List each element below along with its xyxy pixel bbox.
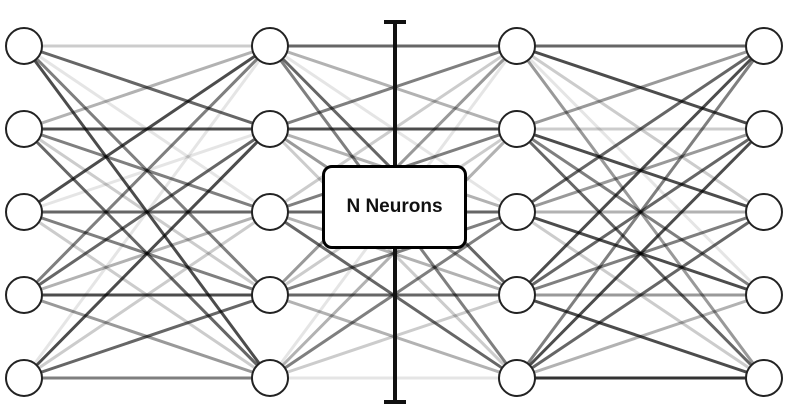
output-layer-neuron [745, 110, 783, 148]
hidden-layer-2-neuron [498, 276, 536, 314]
hidden-layer-2-neuron [498, 359, 536, 397]
hidden-layer-1-neuron [251, 276, 289, 314]
hidden-layer-1-neuron [251, 110, 289, 148]
connection-line [515, 44, 766, 297]
connection-line [516, 44, 765, 131]
output-layer-neuron [745, 276, 783, 314]
connection-line [22, 45, 272, 379]
connection-lines [22, 44, 766, 380]
connection-line [516, 293, 765, 380]
hidden-layer-2-neuron [498, 193, 536, 231]
connection-line [23, 127, 271, 297]
connection-line [23, 44, 271, 131]
connection-line [23, 44, 271, 131]
connection-line [516, 210, 765, 380]
connection-line [516, 44, 765, 131]
connection-line [23, 44, 271, 214]
connection-line [22, 44, 272, 297]
input-layer-neuron [5, 110, 43, 148]
connection-line [22, 127, 272, 380]
hidden-layer-2-neuron [498, 27, 536, 65]
input-layer-neuron [5, 359, 43, 397]
connection-line [23, 293, 271, 380]
connection-line [23, 210, 271, 380]
connection-line [515, 45, 766, 379]
input-layer-neuron [5, 276, 43, 314]
connection-line [515, 127, 766, 380]
connection-line [516, 293, 765, 380]
hidden-layer-1-neuron [251, 359, 289, 397]
input-layer-neuron [5, 193, 43, 231]
hidden-layer-2-neuron [498, 110, 536, 148]
hidden-layer-1-neuron [251, 193, 289, 231]
output-layer-neuron [745, 359, 783, 397]
hidden-layer-1-neuron [251, 27, 289, 65]
output-layer-neuron [745, 27, 783, 65]
neurons [5, 27, 783, 397]
output-layer-neuron [745, 193, 783, 231]
input-layer-neuron [5, 27, 43, 65]
neuron-count-label: N Neurons [322, 165, 467, 249]
connection-line [516, 44, 765, 214]
